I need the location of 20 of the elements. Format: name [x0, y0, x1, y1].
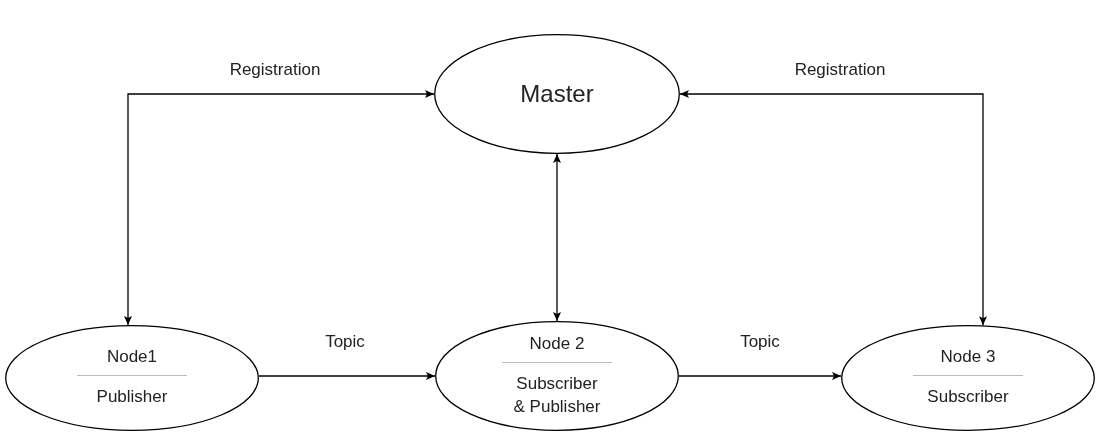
node-role: Subscriber & Publisher	[512, 373, 602, 418]
node-role: Subscriber	[926, 386, 1010, 409]
node-title: Master	[520, 80, 594, 108]
node-title: Node1	[106, 347, 158, 368]
node-ellipse	[841, 325, 1095, 431]
node-title: Node 3	[940, 347, 996, 368]
arrow	[553, 153, 561, 322]
edge-label: Topic	[325, 332, 365, 352]
node-ellipse	[435, 321, 679, 431]
edge-label: Registration	[229, 60, 321, 80]
node-ellipse	[5, 325, 259, 431]
arrow	[124, 90, 435, 326]
arrow	[258, 372, 436, 380]
arrow	[679, 90, 987, 326]
edge-label: Registration	[794, 60, 886, 80]
edge-label: Topic	[740, 332, 780, 352]
node-role: Publisher	[95, 386, 169, 409]
arrow	[678, 372, 842, 380]
node-title: Node 2	[529, 334, 585, 355]
node-ellipse	[434, 34, 680, 154]
